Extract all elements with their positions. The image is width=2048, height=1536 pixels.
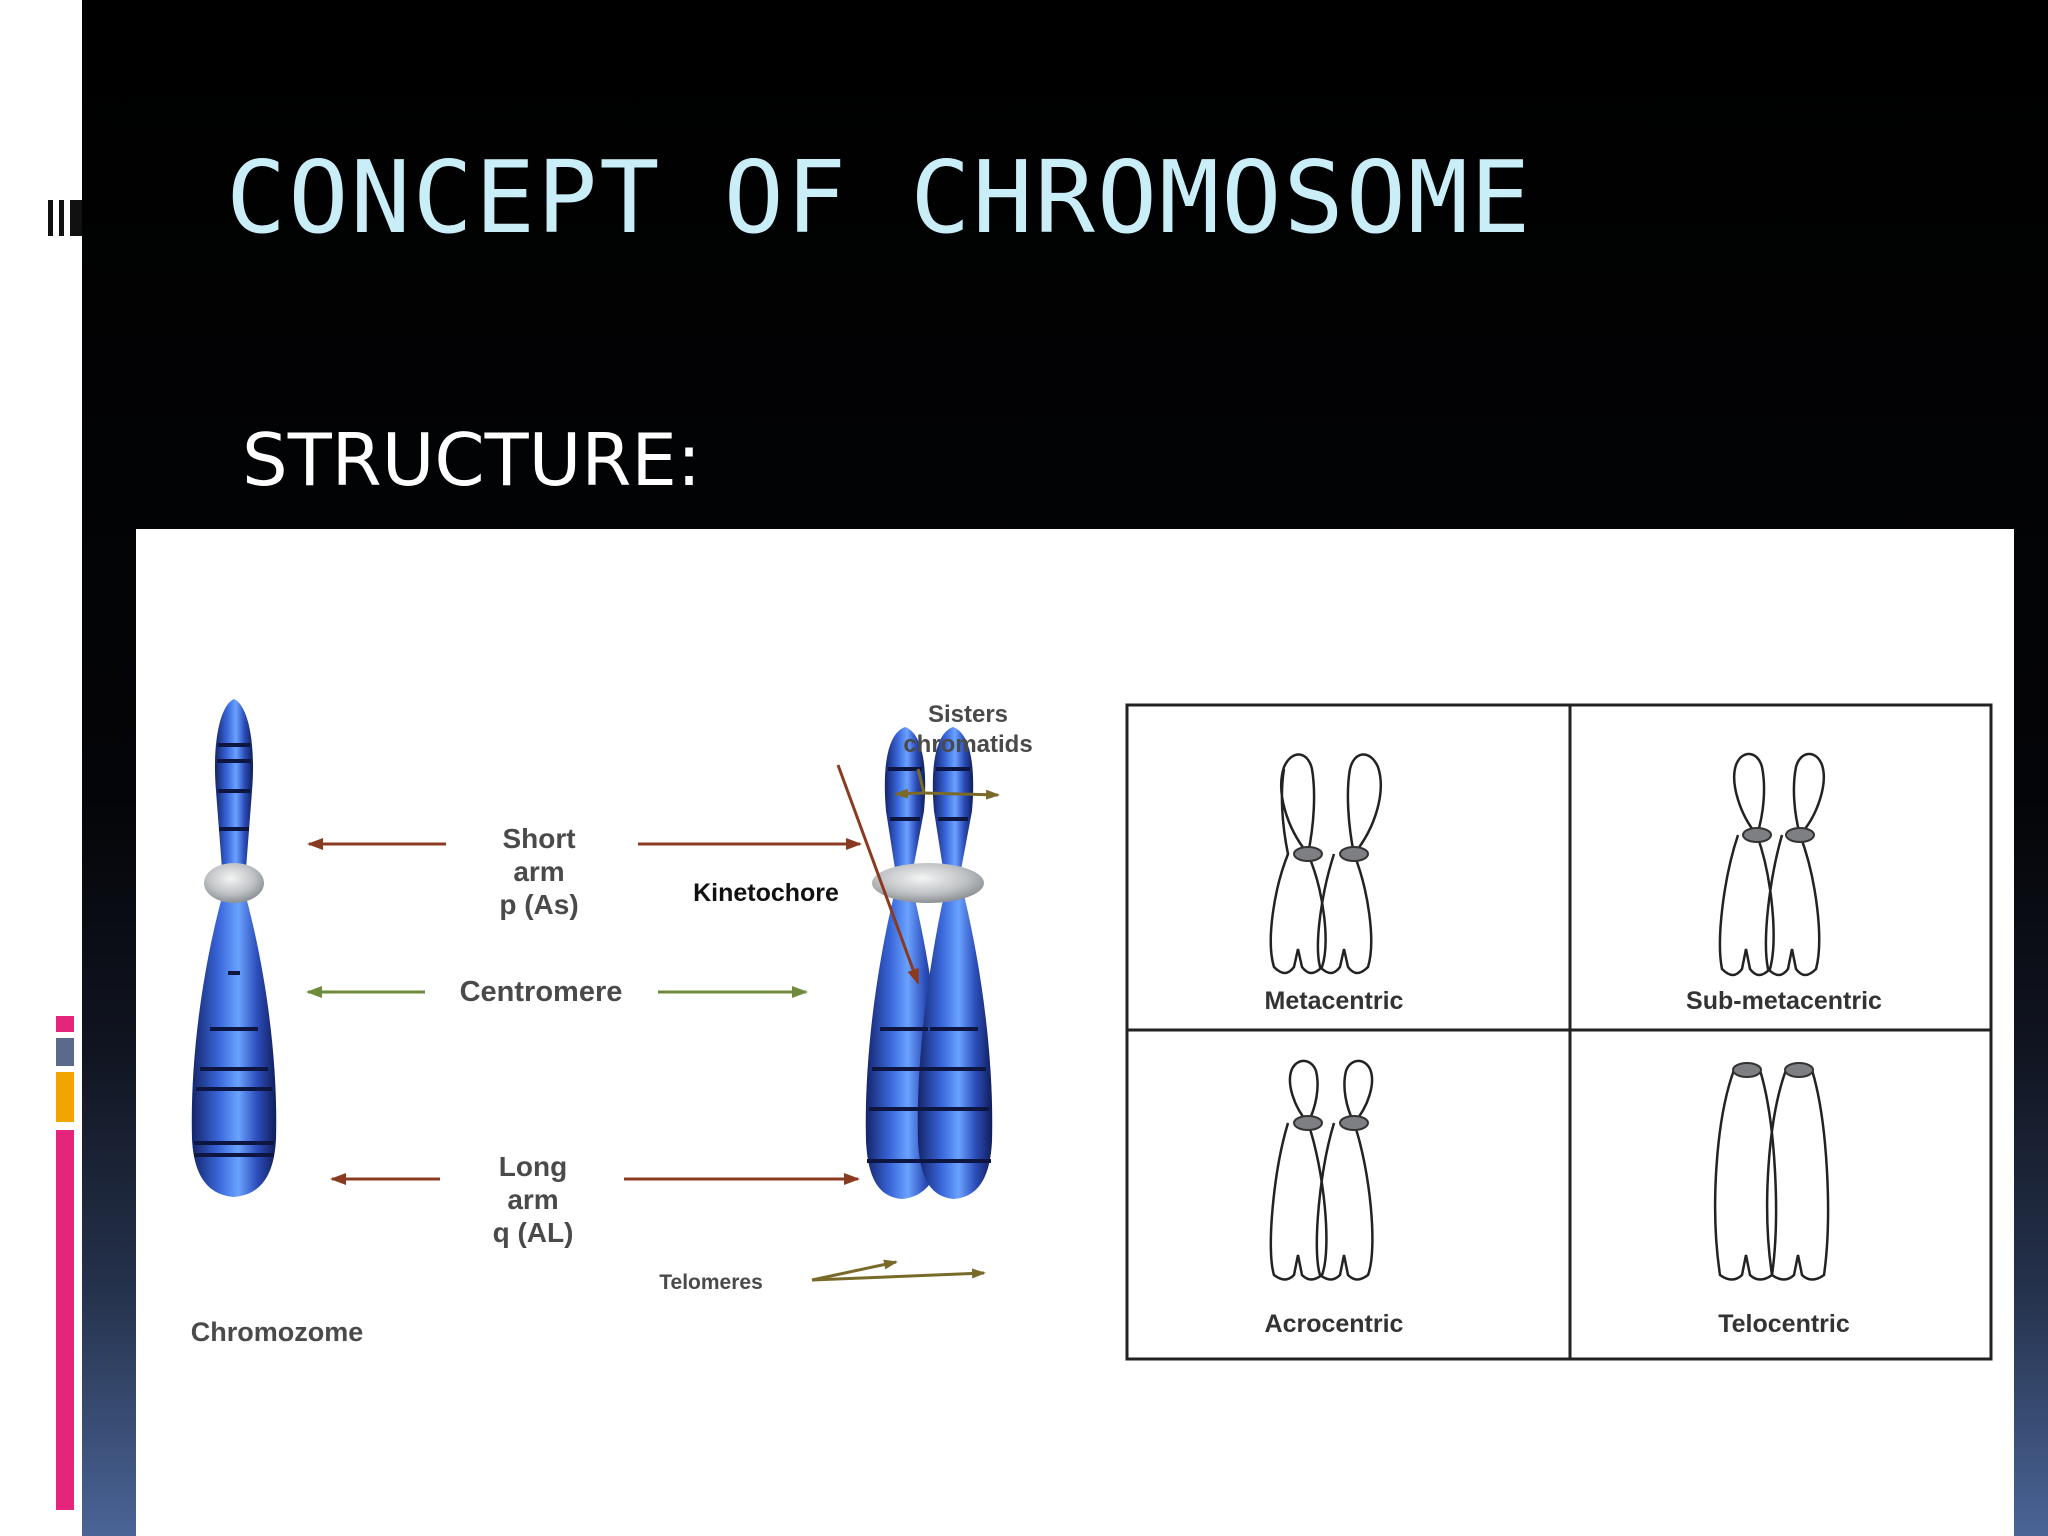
accent-bar-slate bbox=[56, 1038, 74, 1066]
chromatid-centromere bbox=[872, 863, 984, 903]
short-arm-label-line2: arm bbox=[513, 856, 564, 887]
chromatid-left-short-arm bbox=[884, 727, 926, 875]
decorative-bars-icon bbox=[48, 200, 82, 236]
accent-bar-pink bbox=[56, 1016, 74, 1032]
submetacentric-right-centromere bbox=[1785, 827, 1815, 843]
chromosome-labels: Short arm p (As) Centromere Long arm q (… bbox=[191, 701, 1033, 1347]
accent-bar-orange bbox=[56, 1072, 74, 1122]
acrocentric-right-outline bbox=[1315, 1059, 1374, 1281]
type-centromere-dots bbox=[1293, 827, 1815, 1131]
metacentric-left-outline bbox=[1269, 753, 1327, 975]
submetacentric-left-outline bbox=[1718, 752, 1775, 977]
type-label-submetacentric: Sub-metacentric bbox=[1686, 987, 1882, 1015]
short-arm-label-line3: p (As) bbox=[499, 889, 578, 920]
chromatid-right-long-arm bbox=[917, 895, 993, 1199]
decorative-bar bbox=[70, 200, 82, 236]
long-arm-label-line2: arm bbox=[507, 1184, 558, 1215]
acrocentric-left-outline bbox=[1269, 1059, 1328, 1281]
chromatid-right-short-arm bbox=[932, 727, 974, 875]
chromatid-bands bbox=[867, 767, 991, 1163]
chromosome-structure-figure: Short arm p (As) Centromere Long arm q (… bbox=[136, 529, 2014, 1536]
sister-chromatids-arrow-left bbox=[894, 788, 925, 799]
metacentric-left-centromere bbox=[1293, 846, 1323, 862]
metacentric-right-outline bbox=[1316, 753, 1382, 975]
long-arm-label-line3: q (AL) bbox=[493, 1217, 574, 1248]
telomeres-arrow-lower bbox=[811, 1268, 986, 1282]
chromosome-caption: Chromozome bbox=[191, 1317, 364, 1347]
telomeres-label: Telomeres bbox=[659, 1271, 763, 1294]
telocentric-right-outline bbox=[1765, 1069, 1830, 1281]
submetacentric-left-centromere bbox=[1742, 827, 1772, 843]
slide-title: CONCEPT OF CHROMOSOME bbox=[226, 139, 1533, 256]
telocentric-right-centromere bbox=[1784, 1062, 1814, 1078]
single-chromosome-centromere bbox=[204, 863, 264, 903]
acrocentric-left-centromere bbox=[1293, 1115, 1323, 1131]
type-label-metacentric: Metacentric bbox=[1265, 987, 1404, 1015]
types-grid-frame bbox=[1125, 703, 1993, 1361]
sister-chromatids-label-line2: chromatids bbox=[903, 731, 1032, 758]
single-chromosome bbox=[191, 699, 277, 1197]
type-label-telocentric: Telocentric bbox=[1718, 1310, 1850, 1338]
kinetochore-arrow bbox=[836, 764, 920, 985]
kinetochore-label: Kinetochore bbox=[693, 879, 839, 907]
sister-chromatids-arrow-stem bbox=[916, 768, 926, 794]
acrocentric-right-centromere bbox=[1339, 1115, 1369, 1131]
accent-bar-pink bbox=[56, 1130, 74, 1510]
chromosome-outlines bbox=[1269, 752, 1830, 1281]
decorative-bar bbox=[48, 200, 53, 236]
telocentric-left-centromere bbox=[1732, 1062, 1762, 1078]
sister-chromatids-chromosome bbox=[865, 727, 993, 1199]
type-label-acrocentric: Acrocentric bbox=[1265, 1310, 1404, 1338]
figure-canvas: Short arm p (As) Centromere Long arm q (… bbox=[191, 699, 1993, 1361]
single-chromosome-bands bbox=[194, 743, 274, 1157]
chromosome-types-grid: Metacentric Sub-metacentric Acrocentric … bbox=[1125, 703, 1993, 1361]
short-arm-label-line1: Short bbox=[502, 823, 575, 854]
section-label: STRUCTURE: bbox=[242, 418, 702, 502]
single-chromosome-long-arm bbox=[191, 897, 277, 1197]
long-arm-label-line1: Long bbox=[499, 1151, 567, 1182]
accent-bars bbox=[56, 1016, 76, 1511]
decorative-bar bbox=[59, 200, 64, 236]
telocentric-left-outline bbox=[1713, 1069, 1778, 1281]
telomeres-arrow-upper bbox=[811, 1259, 898, 1282]
centromere-label: Centromere bbox=[460, 976, 623, 1008]
submetacentric-right-outline bbox=[1764, 752, 1825, 977]
sister-chromatids-label-line1: Sisters bbox=[928, 701, 1008, 728]
type-labels: Metacentric Sub-metacentric Acrocentric … bbox=[1265, 987, 1883, 1338]
sister-chromatids-arrow-right bbox=[923, 789, 1000, 800]
single-chromosome-short-arm bbox=[214, 699, 254, 869]
metacentric-right-centromere bbox=[1339, 846, 1369, 862]
